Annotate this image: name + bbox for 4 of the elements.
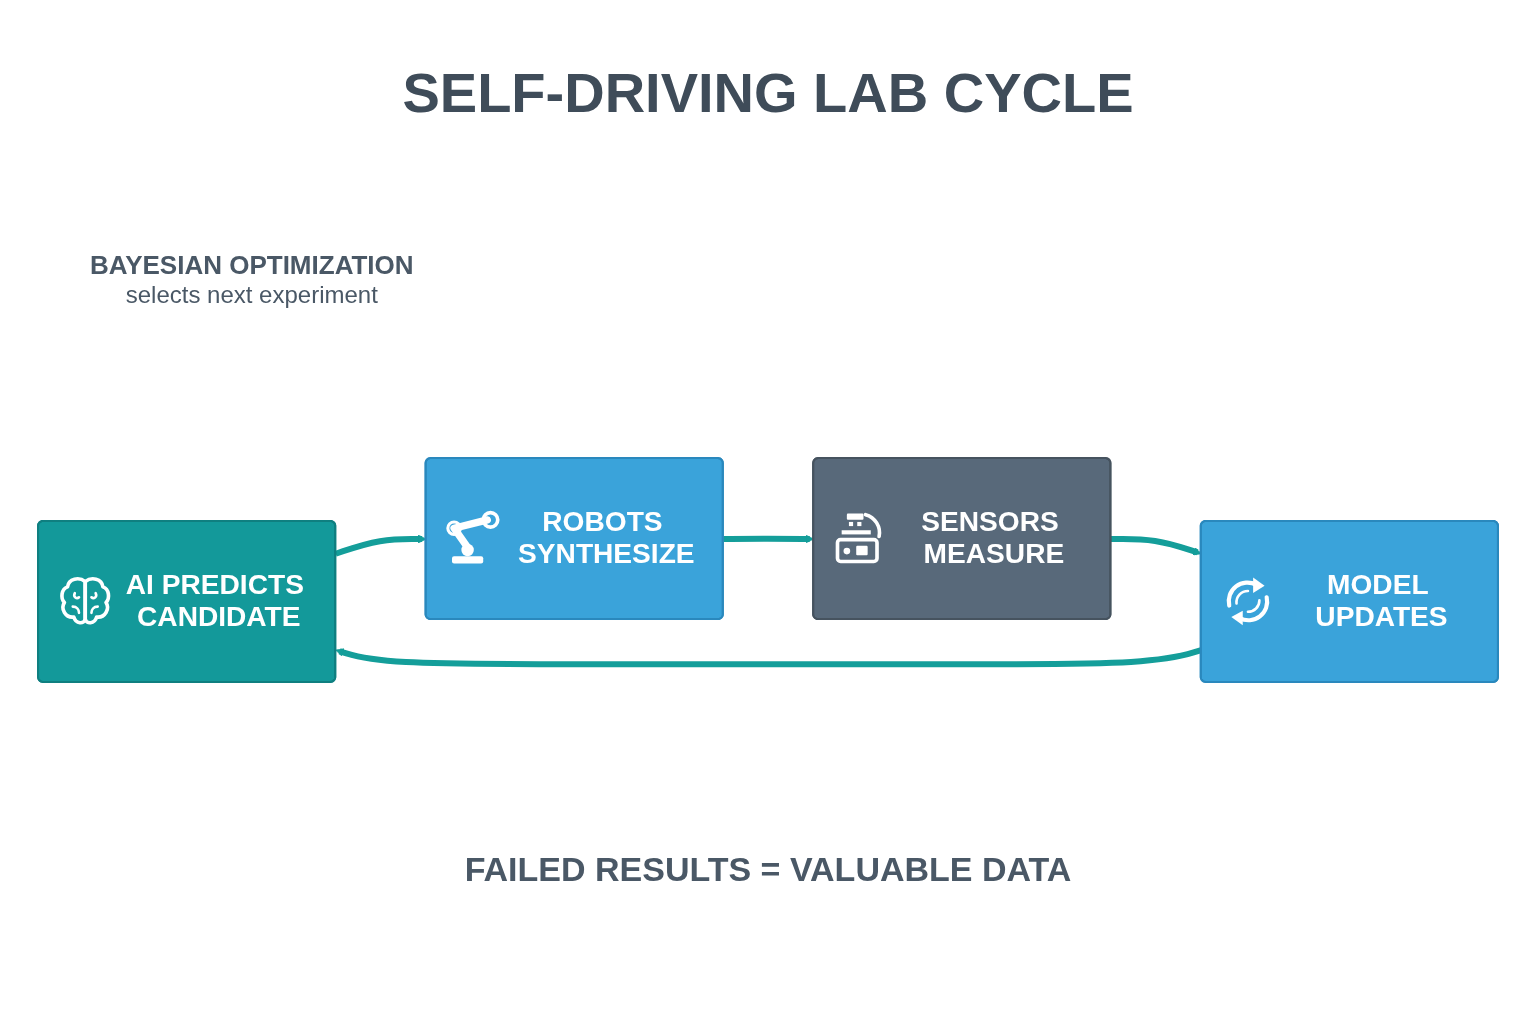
- caption: FAILED RESULTS = VALUABLE DATA: [463, 850, 1073, 889]
- annotation-text: selects next experiment: [124, 281, 379, 309]
- annotation-heading: BAYESIAN OPTIMIZATION: [90, 250, 414, 281]
- title: SELF-DRIVING LAB CYCLE: [401, 60, 1135, 125]
